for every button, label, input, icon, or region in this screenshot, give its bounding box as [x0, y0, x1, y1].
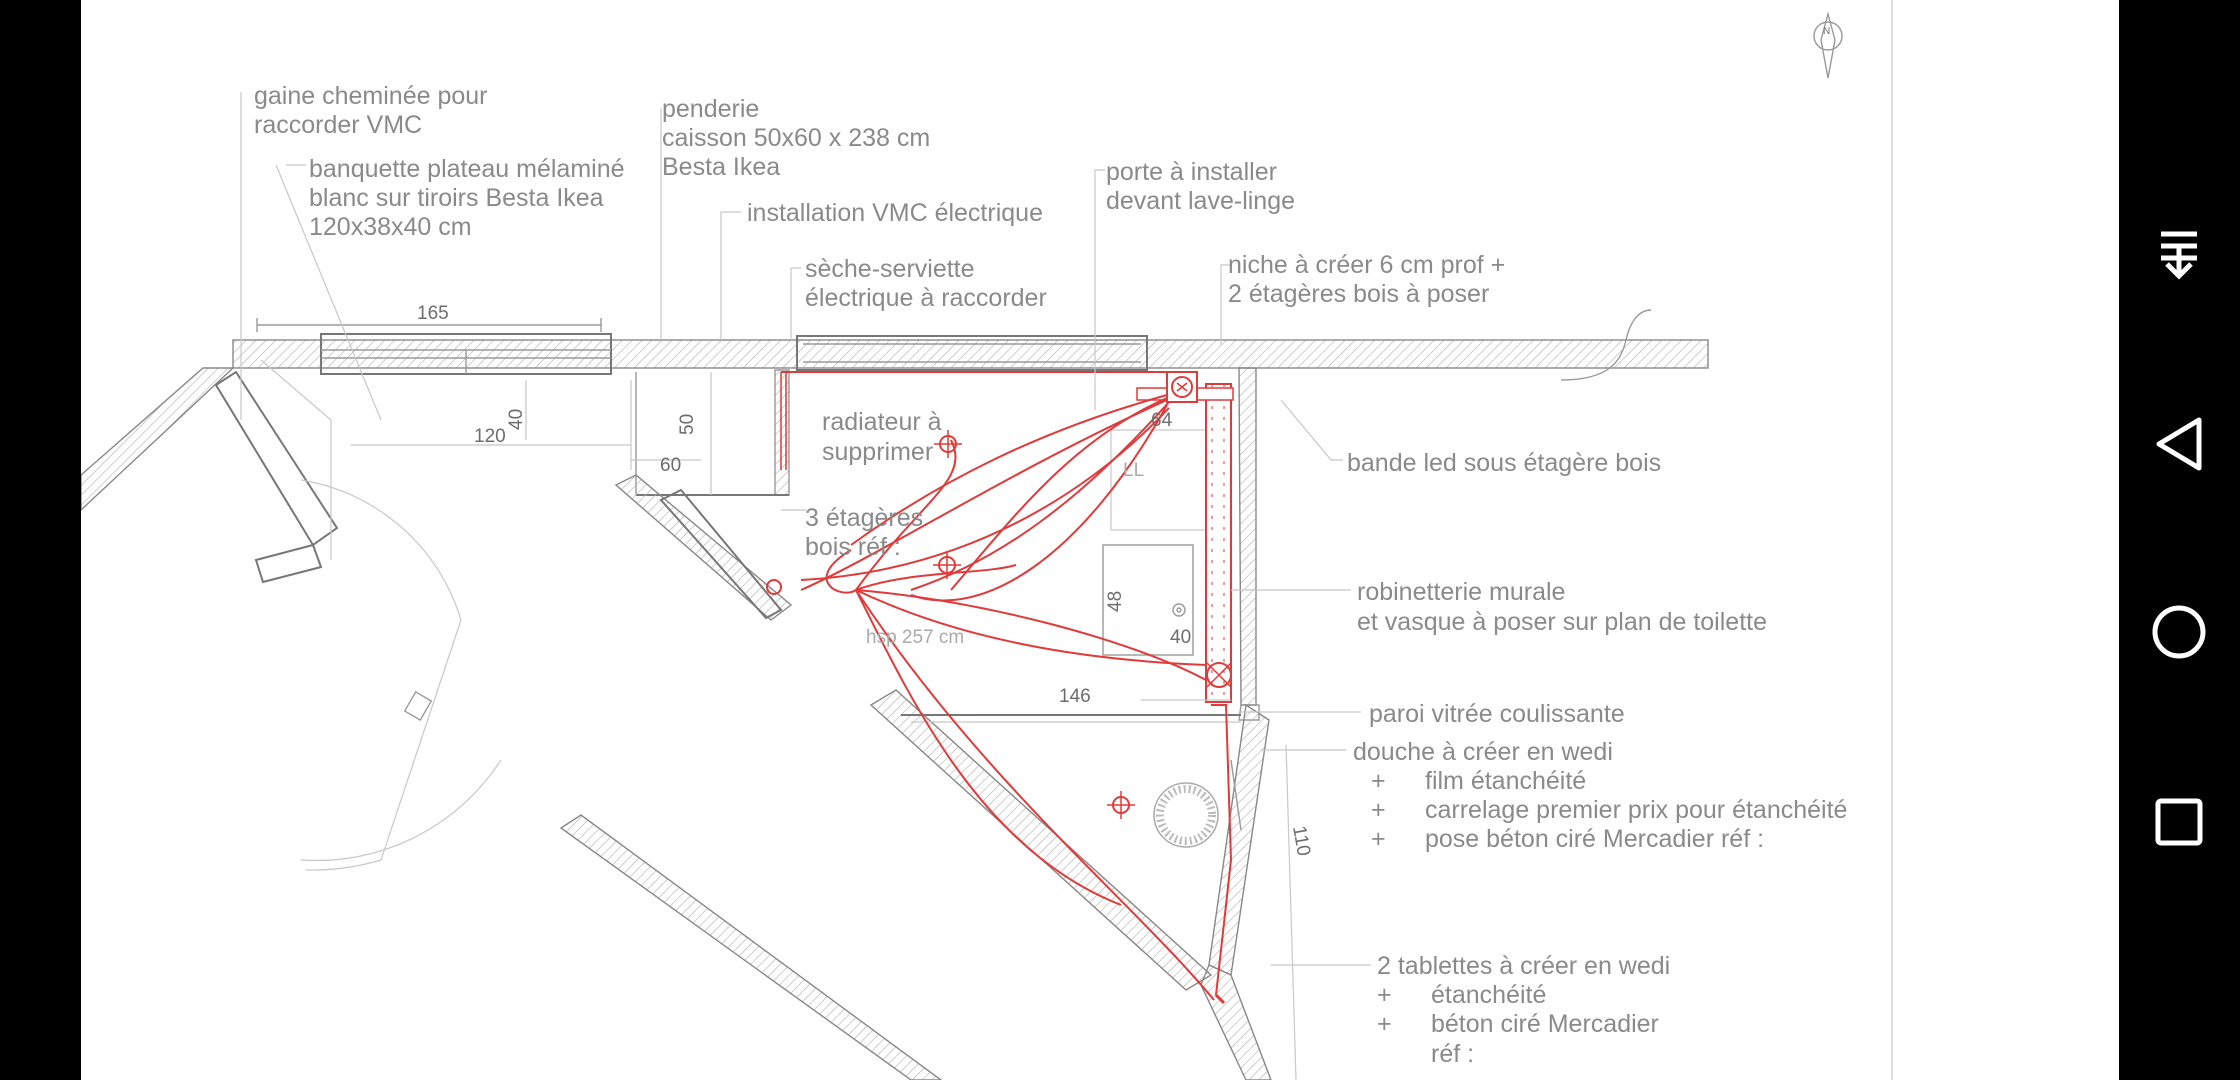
- plan-label: hsp 257 cm: [866, 627, 964, 648]
- back-icon: [2156, 417, 2202, 471]
- plan-label: 48: [1105, 591, 1126, 612]
- switch-icon: [766, 579, 782, 595]
- notification-pull-icon: [2161, 231, 2197, 280]
- plan-label: supprimer: [822, 438, 933, 466]
- plan-label: 146: [1059, 686, 1091, 707]
- plan-label: carrelage premier prix pour étanchéité: [1425, 796, 1847, 824]
- plan-label: 2 étagères bois à poser: [1228, 280, 1489, 308]
- light-fixture-icon: [933, 551, 961, 579]
- plan-label: sèche-serviette: [805, 255, 975, 283]
- recents-button[interactable]: [2139, 782, 2219, 862]
- plan-label: installation VMC électrique: [747, 199, 1043, 227]
- plan-label: blanc sur tiroirs Besta Ikea: [309, 184, 604, 212]
- plan-label: 110: [1288, 824, 1314, 857]
- drawing-viewer[interactable]: N: [81, 0, 2119, 1080]
- plan-label: LL: [1123, 460, 1144, 481]
- plan-label: Besta Ikea: [662, 153, 780, 181]
- plan-label: 120x38x40 cm: [309, 213, 472, 241]
- plan-label: douche à créer en wedi: [1353, 738, 1613, 766]
- plan-label: N: [1823, 26, 1830, 37]
- plan-label: 120: [474, 426, 506, 447]
- plan-label: devant lave-linge: [1106, 187, 1295, 215]
- plan-label: 50: [677, 414, 698, 435]
- plan-label: +: [1377, 981, 1392, 1009]
- android-nav-bar: [2119, 0, 2240, 1080]
- home-icon: [2152, 605, 2206, 659]
- light-fixture-icon: [934, 430, 962, 458]
- plan-label: 40: [506, 409, 527, 430]
- plan-label: porte à installer: [1106, 158, 1277, 186]
- north-arrow-icon: N: [1813, 11, 1843, 79]
- plan-label: 3 étagères: [805, 504, 923, 532]
- plan-label: caisson 50x60 x 238 cm: [662, 124, 930, 152]
- notification-pull-button[interactable]: [2139, 214, 2219, 294]
- plan-label: bois réf :: [805, 533, 901, 561]
- plan-label: banquette plateau mélaminé: [309, 155, 625, 183]
- fan-icon: [1206, 662, 1232, 688]
- plan-label: film étanchéité: [1425, 767, 1586, 795]
- plan-label: 60: [660, 455, 681, 476]
- light-fixture-icon: [1107, 791, 1135, 819]
- plan-label: niche à créer 6 cm prof +: [1228, 251, 1505, 279]
- plan-label: 40: [1170, 627, 1191, 648]
- plan-label: 165: [417, 303, 449, 324]
- back-button[interactable]: [2139, 404, 2219, 484]
- plan-label: bande led sous étagère bois: [1347, 449, 1661, 477]
- plan-label: +: [1371, 767, 1386, 795]
- plan-label: +: [1371, 796, 1386, 824]
- plan-label: gaine cheminée pour: [254, 82, 488, 110]
- plan-label: 2 tablettes à créer en wedi: [1377, 952, 1670, 980]
- plan-label: radiateur à: [822, 408, 942, 436]
- plan-label: +: [1377, 1010, 1392, 1038]
- recents-icon: [2155, 798, 2203, 846]
- floor-plan: N: [81, 0, 1893, 1080]
- plan-label: paroi vitrée coulissante: [1369, 700, 1625, 728]
- home-button[interactable]: [2139, 592, 2219, 672]
- plan-label: pose béton ciré Mercadier réf :: [1425, 825, 1764, 853]
- plan-label: raccorder VMC: [254, 111, 422, 139]
- plan-label: réf :: [1431, 1040, 1474, 1068]
- plan-label: et vasque à poser sur plan de toilette: [1357, 608, 1767, 636]
- plan-label: étanchéité: [1431, 981, 1546, 1009]
- plan-label: 64: [1151, 410, 1173, 431]
- plan-label: +: [1371, 825, 1386, 853]
- plan-label: robinetterie murale: [1357, 578, 1565, 606]
- plan-label: penderie: [662, 95, 759, 123]
- plan-label: béton ciré Mercadier: [1431, 1010, 1659, 1038]
- plan-label: électrique à raccorder: [805, 284, 1047, 312]
